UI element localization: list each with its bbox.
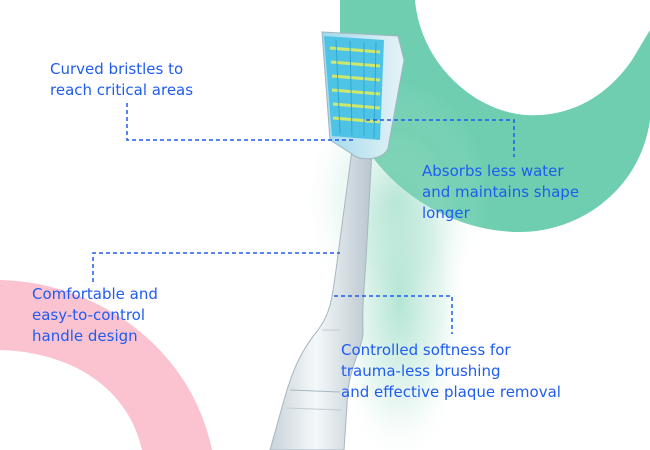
- toothbrush-handle: [269, 149, 373, 450]
- callout-curved-bristles: Curved bristles to reach critical areas: [50, 60, 194, 99]
- leader-line-bristles: [126, 103, 355, 141]
- leader-line-handle: [92, 252, 340, 282]
- callout-handle-design: Comfortable and easy-to-control handle d…: [32, 285, 158, 345]
- leader-lines: [92, 103, 515, 334]
- callout-controlled-softness: Controlled softness for trauma-less brus…: [341, 341, 561, 401]
- bristles: [324, 36, 384, 140]
- pink-ring-decoration: [0, 280, 212, 450]
- callout-absorbs-less-water: Absorbs less water and maintains shape l…: [422, 162, 580, 222]
- leader-line-softness: [334, 295, 453, 334]
- leader-line-head: [366, 119, 515, 157]
